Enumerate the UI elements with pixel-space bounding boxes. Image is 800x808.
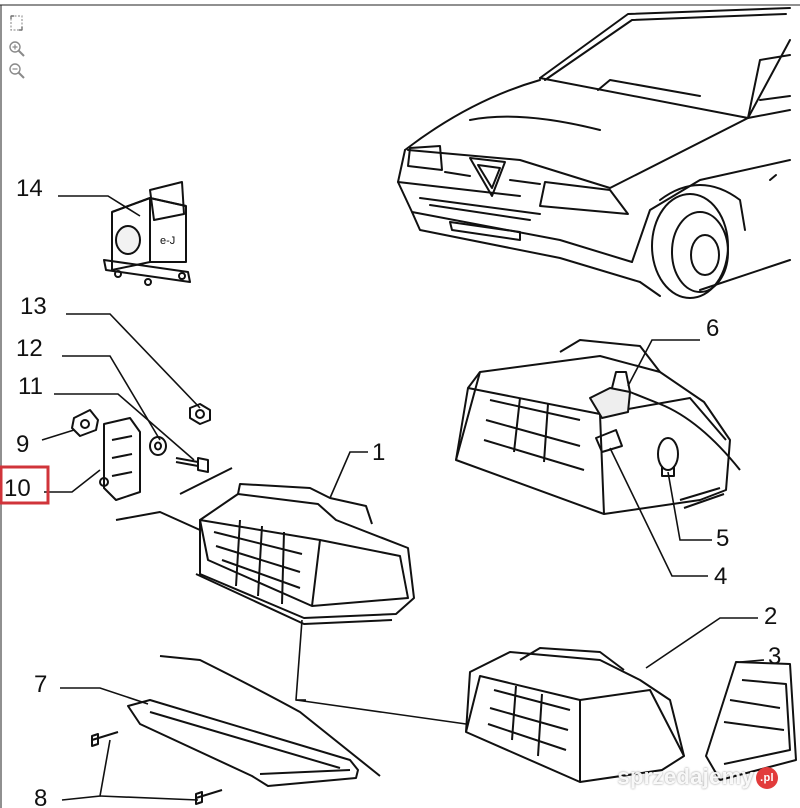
callout-2: 2 <box>764 603 777 630</box>
watermark-badge: .pl <box>756 767 778 790</box>
callout-1: 1 <box>372 439 385 466</box>
part-1-headlamp <box>115 467 415 625</box>
leader-lines <box>41 195 765 801</box>
callout-5: 5 <box>716 525 729 552</box>
part-4-5-6-headlamp-rear <box>455 339 741 515</box>
callout-9: 9 <box>16 431 29 458</box>
callout-10: 10 <box>4 475 31 502</box>
callout-7: 7 <box>34 671 47 698</box>
callout-11: 11 <box>18 373 43 400</box>
svg-text:e-J: e-J <box>160 235 175 247</box>
callout-14: 14 <box>16 175 43 202</box>
part-3-corner-lamp <box>705 661 797 781</box>
part-8-screws <box>91 731 223 805</box>
zoom-in-icon[interactable] <box>8 40 26 58</box>
watermark: sprzedajemy.pl <box>617 764 778 790</box>
callout-3: 3 <box>768 643 781 670</box>
fit-page-icon[interactable] <box>8 14 26 32</box>
car-illustration <box>397 7 791 299</box>
callout-4: 4 <box>714 563 727 590</box>
watermark-text: sprzedajemy <box>617 764 754 789</box>
callout-6: 6 <box>706 315 719 342</box>
highlight-box-part-10 <box>0 465 50 505</box>
part-2-headlamp <box>465 647 685 783</box>
part-14-relay: e-J <box>103 181 191 286</box>
part-7-trim-strip <box>127 655 381 787</box>
callout-8: 8 <box>34 785 47 808</box>
callout-13: 13 <box>20 293 47 320</box>
callout-12: 12 <box>16 335 43 362</box>
zoom-out-icon[interactable] <box>8 62 26 80</box>
small-hardware <box>71 403 211 501</box>
